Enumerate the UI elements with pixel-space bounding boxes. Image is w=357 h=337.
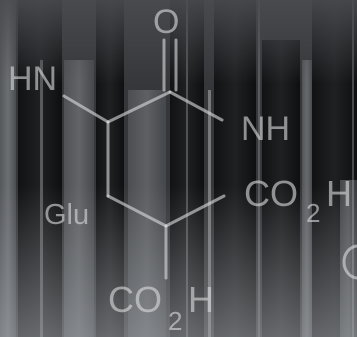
- bond-hn-alpha: [62, 94, 110, 124]
- bond-beta-gamma: [106, 194, 168, 228]
- oxygen-label: O: [153, 3, 179, 41]
- hn-label: HN: [8, 60, 57, 98]
- co2h-right-main: CO: [244, 173, 298, 214]
- cropped-glyph-fragment: [342, 244, 357, 280]
- co2h-bottom-main: CO: [108, 279, 162, 320]
- glu-label: Glu: [44, 199, 89, 231]
- co2h-bottom-tail: H: [188, 279, 214, 320]
- co2h-right-tail: H: [326, 173, 352, 214]
- bond-gamma-co2h-right: [164, 194, 226, 228]
- co2h-bottom-subscript: 2: [168, 306, 182, 336]
- carboxyl-group-bottom: CO 2 H: [108, 279, 214, 336]
- bond-carbonyl-alpha: [106, 90, 172, 124]
- bond-carbonyl-nh: [168, 90, 224, 122]
- bond-lines: [62, 38, 226, 280]
- nh-label: NH: [241, 110, 290, 148]
- carboxyl-group-right: CO 2 H: [244, 173, 352, 228]
- co2h-right-subscript: 2: [306, 198, 320, 228]
